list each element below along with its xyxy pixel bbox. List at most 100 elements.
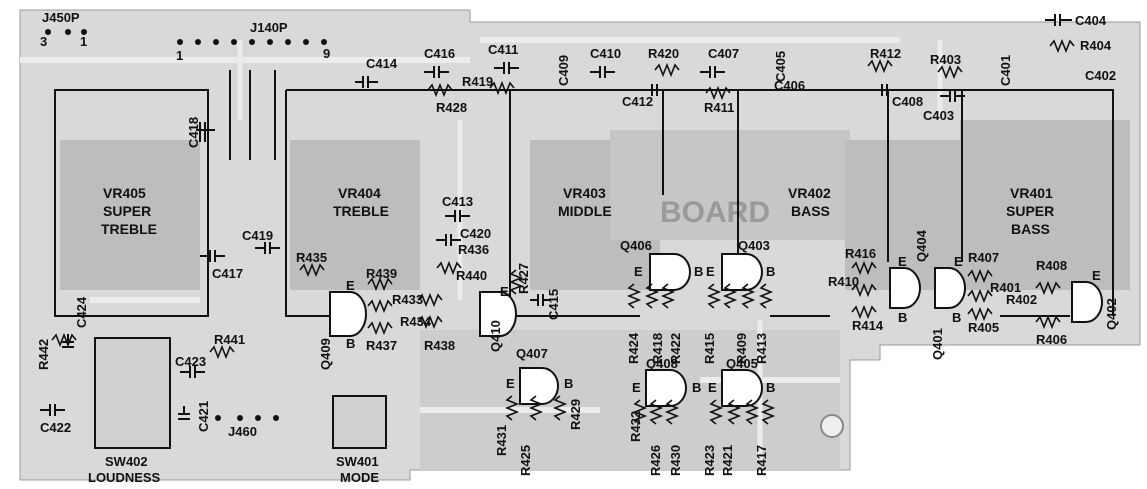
switch-sw402	[94, 337, 171, 449]
cap-label-c404: C404	[1075, 13, 1107, 28]
pin-label: 1	[80, 34, 87, 49]
copper-area	[420, 330, 840, 470]
res-label-r420: R420	[648, 46, 679, 61]
res-label-r404: R404	[1080, 38, 1112, 53]
res-label-r415: R415	[702, 333, 717, 364]
res-label-r401: R401	[990, 280, 1021, 295]
tr-label-q403: Q403	[738, 238, 770, 253]
cap-label-c415: C415	[546, 289, 561, 320]
res-label-r412: R412	[870, 46, 901, 61]
res-label-r411: R411	[704, 100, 734, 115]
res-label-r421: R421	[720, 445, 735, 476]
resistor-symbols	[51, 38, 1075, 425]
cap-label-c422: C422	[40, 420, 71, 435]
res-label-r409: R409	[734, 333, 749, 364]
svg-text:BASS: BASS	[1011, 221, 1050, 237]
switch-name: LOUDNESS	[88, 470, 161, 485]
cap-label-c424: C424	[74, 296, 89, 328]
res-label-r437: R437	[366, 338, 397, 353]
cap-label-c402: C402	[1085, 68, 1116, 83]
res-label-r428: R428	[436, 100, 467, 115]
res-label-r436: R436	[458, 242, 489, 257]
cap-label-c418: C418	[186, 117, 201, 148]
capacitor-symbols	[40, 14, 1072, 420]
copper-area	[60, 140, 200, 290]
cap-label-c409: C409	[556, 55, 571, 86]
pin-e: E	[632, 380, 641, 395]
pin-label: 9	[323, 46, 330, 61]
svg-text:VR402: VR402	[788, 185, 831, 201]
cap-label-c417: C417	[212, 266, 243, 281]
res-label-r424: R424	[626, 332, 641, 364]
svg-text:TREBLE: TREBLE	[333, 203, 389, 219]
board-watermark: BOARD	[660, 196, 770, 229]
cap-label-c416: C416	[424, 46, 455, 61]
cap-label-c412: C412	[622, 94, 653, 109]
pin-e: E	[506, 376, 515, 391]
pin-e: E	[346, 278, 355, 293]
res-label-r426: R426	[648, 445, 663, 476]
cap-label-c411: C411	[488, 42, 518, 57]
cap-label-c410: C410	[590, 46, 621, 61]
pot-vr403: VR403 MIDDLE	[558, 185, 612, 219]
cap-label-c406: C406	[774, 78, 805, 93]
cap-label-c403: C403	[923, 108, 954, 123]
pin-b: B	[898, 310, 907, 325]
res-label-r406: R406	[1036, 332, 1067, 347]
pin-b: B	[694, 264, 703, 279]
cap-label-c414: C414	[366, 56, 398, 71]
svg-text:TREBLE: TREBLE	[101, 221, 157, 237]
res-label-r434: R434	[400, 314, 432, 329]
cap-label-c407: C407	[708, 46, 739, 61]
cap-label-c419: C419	[242, 228, 273, 243]
cap-label-c405: C405	[773, 51, 788, 82]
wiring	[54, 70, 1114, 317]
res-label-r410: R410	[828, 274, 859, 289]
svg-text:MIDDLE: MIDDLE	[558, 203, 612, 219]
cap-label-c408: C408	[892, 94, 923, 109]
mount-hole	[820, 414, 844, 438]
res-label-r429: R429	[568, 399, 583, 430]
svg-text:VR405: VR405	[103, 185, 146, 201]
switch-sw401	[332, 395, 387, 449]
switch-ref: SW402	[105, 454, 148, 469]
res-label-r441: R441	[214, 332, 245, 347]
res-label-r433: R433	[392, 292, 423, 307]
svg-text:BASS: BASS	[791, 203, 830, 219]
res-label-r413: R413	[754, 333, 769, 364]
transistor-symbols	[329, 253, 1103, 407]
svg-text:SUPER: SUPER	[103, 203, 151, 219]
tr-label-q401: Q401	[930, 328, 945, 360]
cap-label-c421: C421	[196, 401, 211, 432]
pot-vr405: VR405 SUPER TREBLE	[101, 185, 157, 237]
cap-label-c423: C423	[175, 354, 206, 369]
pin-b: B	[952, 310, 961, 325]
switch-name: MODE	[340, 470, 379, 485]
res-label-r439: R439	[366, 266, 397, 281]
svg-text:VR404: VR404	[338, 185, 381, 201]
pin-e: E	[634, 264, 643, 279]
pin-e: E	[1092, 268, 1101, 283]
res-label-r435: R435	[296, 250, 327, 265]
res-label-r442: R442	[36, 339, 51, 370]
pin-label: 1	[176, 48, 183, 63]
cap-label-c413: C413	[442, 194, 473, 209]
res-label-r427: R427	[516, 263, 531, 294]
cap-label-c420: C420	[460, 226, 491, 241]
pin-b: B	[346, 336, 355, 351]
res-label-r414: R414	[852, 318, 884, 333]
res-label-r416: R416	[845, 246, 876, 261]
svg-text:VR401: VR401	[1010, 185, 1053, 201]
tr-label-q407: Q407	[516, 346, 548, 361]
tr-label-q408: Q408	[646, 356, 678, 371]
cap-label-c401: C401	[998, 55, 1013, 86]
copper-area	[960, 120, 1130, 290]
res-label-r431: R431	[494, 425, 509, 456]
switch-ref: SW401	[336, 454, 379, 469]
pot-vr402: VR402 BASS	[788, 185, 831, 219]
res-label-r408: R408	[1036, 258, 1067, 273]
res-label-r403: R403	[930, 52, 961, 67]
svg-text:VR403: VR403	[563, 185, 606, 201]
connector-j450: J450P	[42, 10, 80, 25]
